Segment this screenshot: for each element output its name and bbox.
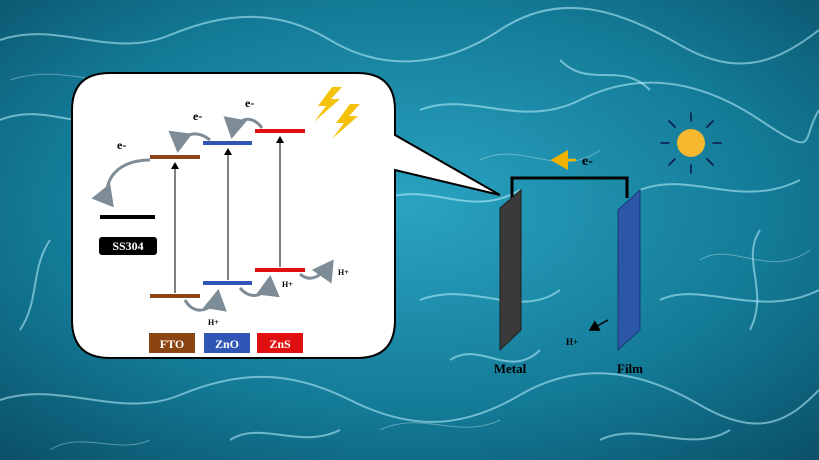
proton-label-zns: H+ [282,280,293,289]
proton-flow-arrow [588,319,609,331]
metal-electrode [499,188,522,352]
legend-label-fto: FTO [160,337,184,351]
electron-label-2: e- [193,109,202,123]
circuit-proton-label: H+ [566,337,578,347]
ss304-label: SS304 [112,239,143,253]
hole-release-arrow-zns [298,259,334,284]
ss304-label-box [99,237,157,255]
film-electrode-label: Film [617,361,643,376]
metal-electrode-label: Metal [494,361,527,376]
legend-swatch-zns [257,333,303,353]
lightning-bolt-icon [314,87,342,122]
legend-swatch-zno [204,333,250,353]
hole-transfer-arrow-fto-zno [183,289,227,312]
proton-label-release: H+ [338,268,349,277]
electron-transfer-arrow-zns-zno [223,116,264,139]
legend-label-zns: ZnS [269,337,291,351]
electron-transfer-arrow-zno-fto [168,130,211,153]
hole-transfer-arrow-zno-zns [238,275,280,298]
circuit-electron-label: e- [582,154,593,169]
caustic-pattern [0,6,819,441]
legend-swatch-fto [149,333,195,353]
electron-label-3: e- [245,96,254,110]
proton-label-zno: H+ [208,318,219,327]
lightning-bolt-icon [332,104,360,139]
sun-icon [660,112,722,174]
legend-label-zno: ZnO [215,337,239,351]
electron-transfer-arrow-fto-ss304 [91,158,151,208]
film-electrode [617,188,641,352]
external-circuit-wire [510,176,629,198]
electron-label-1: e- [117,138,126,152]
